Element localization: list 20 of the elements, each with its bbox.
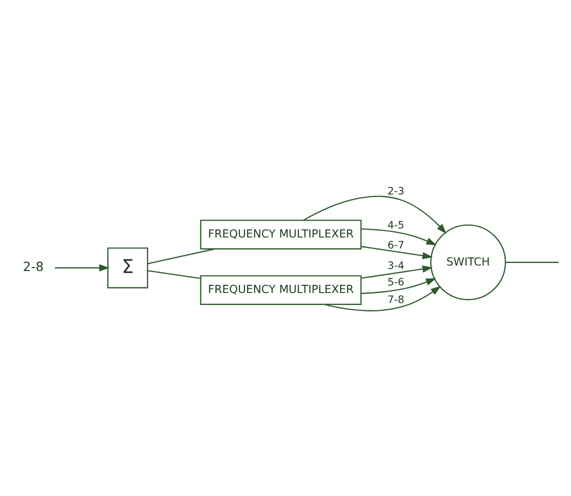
connector xyxy=(506,261,558,262)
edge-label: 4-5 xyxy=(387,219,404,232)
node-box: FREQUENCY MULTIPLEXER xyxy=(200,274,362,304)
arrow xyxy=(361,278,436,294)
edge-label: 2-3 xyxy=(387,184,404,197)
edge-label: 6-7 xyxy=(387,238,404,251)
node-text: 2-8 xyxy=(22,258,44,274)
arrow xyxy=(361,264,433,278)
connector xyxy=(148,270,201,279)
edge-label: 5-6 xyxy=(387,276,404,288)
connector xyxy=(148,248,216,264)
edge-label: 3-4 xyxy=(387,260,404,272)
arrow xyxy=(361,245,433,259)
arrow xyxy=(324,285,442,311)
arrow xyxy=(54,264,110,272)
node-box: Σ xyxy=(107,246,148,288)
arrow xyxy=(303,195,447,234)
edge-label: 7-8 xyxy=(387,294,404,306)
arrow xyxy=(361,228,437,245)
node-box: FREQUENCY MULTIPLEXER xyxy=(200,219,362,249)
